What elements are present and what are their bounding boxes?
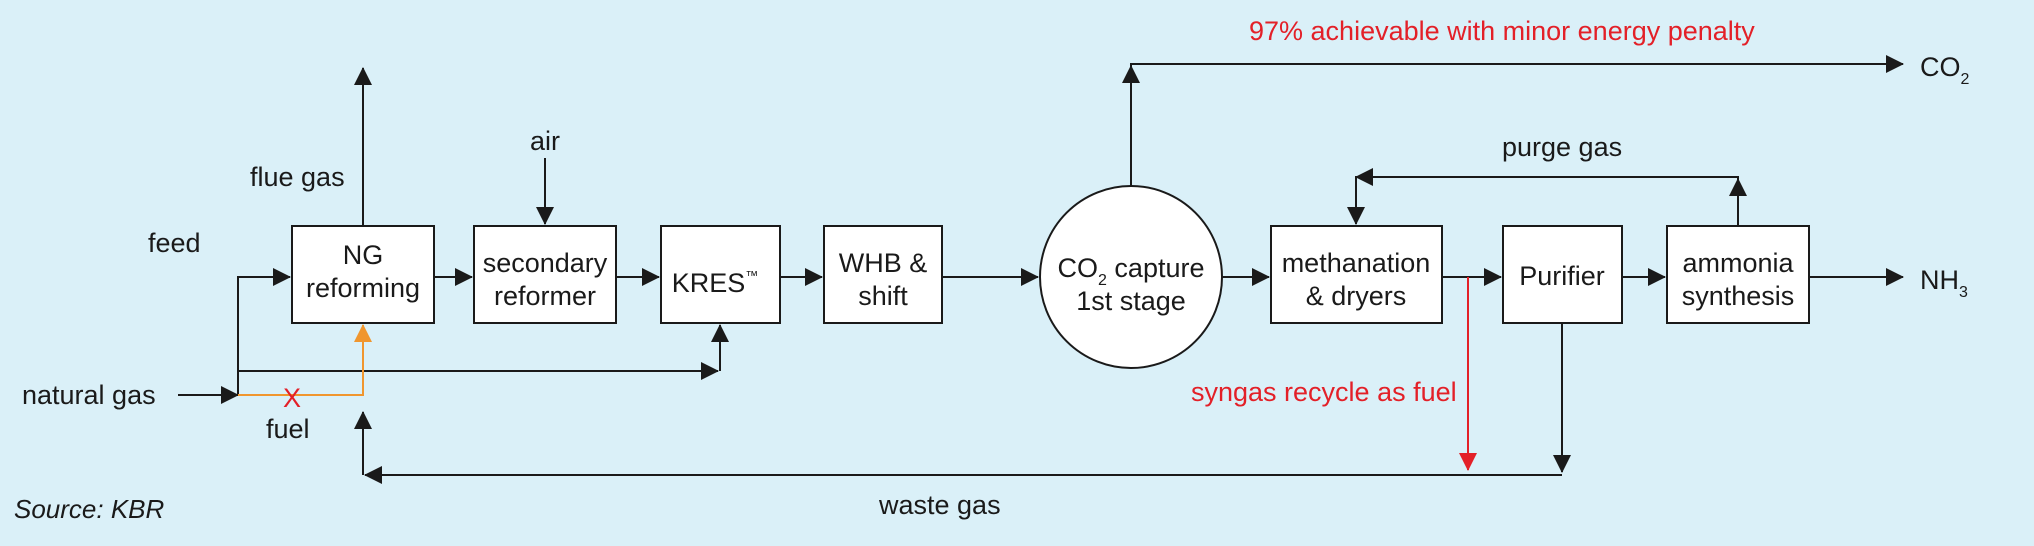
syngas-recycle-note: syngas recycle as fuel	[1191, 377, 1457, 407]
kres-box	[660, 225, 781, 324]
purifier-box	[1502, 225, 1623, 324]
co2-capture-label-2: 1st stage	[1076, 286, 1186, 316]
nh3-output-label: NH3	[1920, 265, 1968, 301]
kres-label: KRES™	[672, 268, 759, 298]
feed-label: feed	[148, 228, 201, 258]
air-label: air	[530, 126, 560, 156]
kres-text: KRES	[672, 268, 746, 298]
secondary-reformer-label-1: secondary	[483, 248, 608, 278]
secondary-reformer-box	[473, 225, 617, 324]
whb-shift-box	[823, 225, 943, 324]
co2-output-label: CO2	[1920, 52, 1970, 88]
flue-gas-label: flue gas	[250, 162, 345, 192]
capture-note: 97% achievable with minor energy penalty	[1249, 16, 1755, 46]
purge-gas-label: purge gas	[1502, 132, 1622, 162]
ammonia-synthesis-box	[1666, 225, 1810, 324]
natural-gas-label: natural gas	[22, 380, 156, 410]
ng-reforming-box	[291, 225, 435, 324]
whb-shift-label-2: shift	[858, 281, 908, 311]
fuel-cross-mark: X	[283, 383, 301, 413]
ng-reforming-label-1: NG	[343, 240, 384, 270]
fuel-label: fuel	[266, 414, 310, 444]
whb-shift-label-1: WHB &	[839, 248, 928, 278]
co2-capture-label-1: CO2 capture	[1058, 253, 1205, 289]
secondary-reformer-label-2: reformer	[494, 281, 596, 311]
arrow-feed-to-reforming	[237, 268, 291, 395]
methanation-label-2: & dryers	[1306, 281, 1407, 311]
ng-reforming-label-2: reforming	[306, 273, 420, 303]
ammonia-synthesis-label-2: synthesis	[1682, 281, 1795, 311]
ammonia-synthesis-label-1: ammonia	[1682, 248, 1794, 278]
methanation-label-1: methanation	[1282, 248, 1431, 278]
kres-trademark: ™	[745, 268, 758, 283]
purifier-label: Purifier	[1519, 261, 1605, 291]
arrow-co2-out	[1130, 55, 1904, 186]
waste-gas-label: waste gas	[878, 490, 1001, 520]
source-caption: Source: KBR	[14, 494, 164, 524]
fuel-line	[238, 324, 372, 396]
methanation-box	[1270, 225, 1443, 324]
